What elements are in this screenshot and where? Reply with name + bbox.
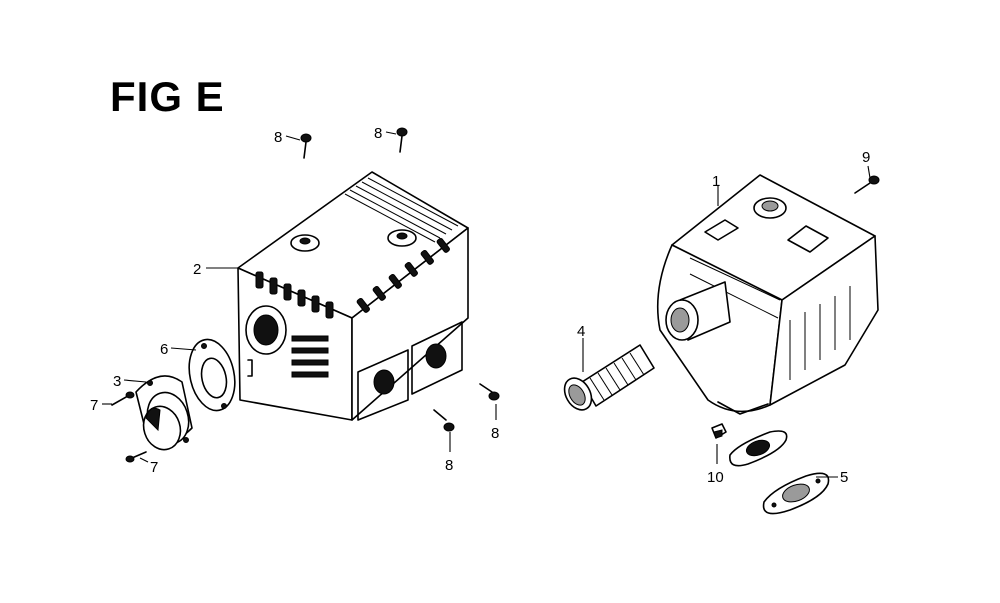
bolt-8-bottom-right [479,383,500,401]
gasket-part-5 [762,472,830,515]
muffler-part-1 [656,174,879,415]
leader-lines [102,131,871,478]
screw-7-upper [111,391,135,406]
callout-7-upper: 7 [90,397,98,414]
callout-4: 4 [577,323,585,340]
bolt-8-bottom-left [433,409,455,432]
gasket-part-6 [188,338,236,412]
bolt-8-top-left [300,133,312,159]
callout-6: 6 [160,341,168,358]
spark-arrester-part-4 [563,344,655,411]
nut-10 [711,423,727,439]
exhaust-cap-part-3 [135,375,193,451]
callout-3: 3 [113,373,121,390]
callout-8-bottom-left: 8 [445,457,453,474]
muffler-base-gasket [729,430,788,467]
callout-8-top-left: 8 [274,129,282,146]
callout-1: 1 [712,173,720,190]
callout-7-lower: 7 [150,459,158,476]
callout-8-top-right: 8 [374,125,382,142]
callout-5: 5 [840,469,848,486]
bolt-8-top-right [396,127,408,153]
callout-9: 9 [862,149,870,166]
muffler-protector-part [237,171,469,421]
screw-7-lower [125,451,147,463]
callout-2: 2 [193,261,201,278]
callout-8-bottom-right: 8 [491,425,499,442]
bolt-9 [854,175,880,194]
callout-10: 10 [707,469,724,486]
figure-title: FIG E [110,73,225,120]
